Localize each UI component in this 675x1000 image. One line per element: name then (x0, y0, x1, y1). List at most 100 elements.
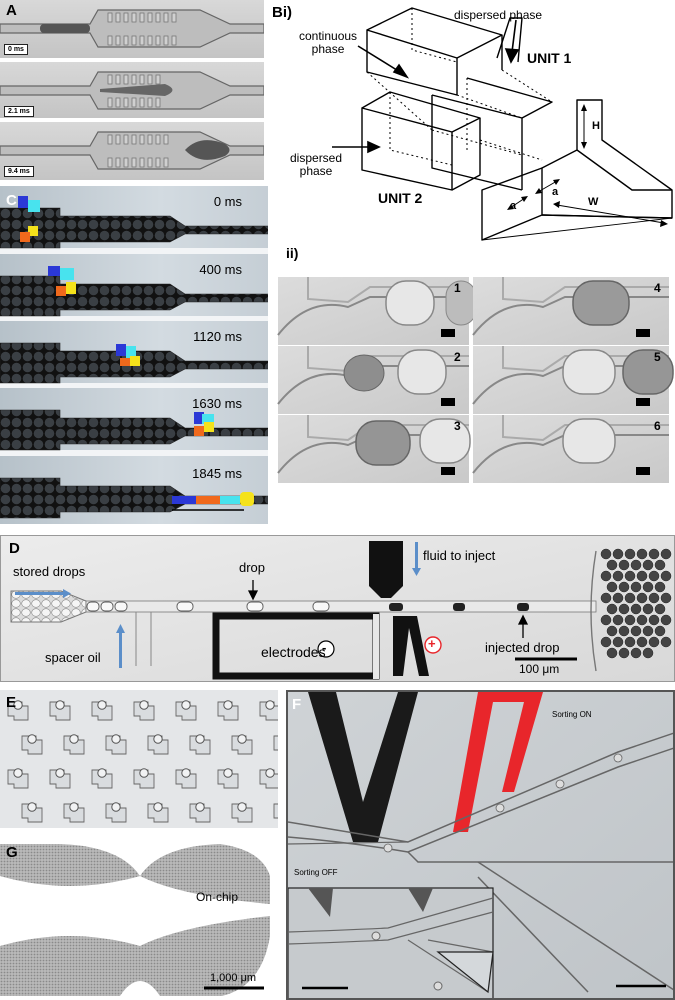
trap (133, 700, 155, 721)
dimension-a1-label: a (552, 186, 559, 198)
trapped-drop (13, 700, 23, 710)
panel-c-time-4: 1630 ms (192, 396, 242, 411)
sorting-off-label: Sorting OFF (294, 868, 338, 877)
continuous-phase-label: continuous phase (299, 29, 358, 56)
panel-a-time-3: 9.4 ms (4, 166, 34, 177)
panel-e-label: E (6, 694, 17, 711)
panel-b-label: Bi) (272, 4, 292, 21)
trapped-drop (55, 700, 65, 710)
frame-number-3: 3 (454, 419, 461, 433)
panel-a: A 0 ms 2.1 ms 9.4 ms (0, 0, 264, 182)
panel-a-micrographs (0, 0, 264, 180)
trap (231, 802, 253, 823)
panel-c-time-2: 400 ms (199, 262, 242, 277)
trap (259, 700, 278, 721)
injected-drop-label: injected drop (485, 640, 560, 655)
trapped-drop (139, 700, 149, 710)
panel-bii-frames (277, 277, 674, 483)
panel-g-chamber (0, 836, 278, 1000)
panel-d-device (1, 536, 674, 681)
trapped-drop (111, 802, 121, 812)
panel-a-time-2: 2.1 ms (4, 106, 34, 117)
panel-f: F Sorting ON Sorting OFF (286, 690, 675, 1000)
trap (259, 768, 278, 789)
dispersed-phase-top-label: dispersed phase (454, 8, 543, 22)
trapped-drop (237, 802, 247, 812)
trapped-drop (97, 700, 107, 710)
trap (273, 803, 278, 819)
panel-d-scale-label: 100 μm (519, 662, 560, 676)
panel-g: G On-chip 1,000 μm (0, 836, 278, 1000)
trap (21, 734, 43, 755)
frame-number-1: 1 (454, 281, 461, 295)
trapped-drop (237, 734, 247, 744)
trap (49, 700, 71, 721)
spacer-oil-label: spacer oil (45, 650, 101, 665)
trapped-drop (223, 768, 233, 778)
trap (21, 802, 43, 823)
panel-e: E (0, 690, 278, 828)
trapped-drop (13, 768, 23, 778)
panel-bii-label: ii) (286, 245, 299, 261)
panel-c-time-3: 1120 ms (193, 329, 242, 344)
trap (63, 734, 85, 755)
dimension-a2-label: a (510, 200, 517, 212)
dispersed-phase-left-label: dispersed phase (290, 151, 343, 178)
trapped-drop (153, 734, 163, 744)
trap (147, 734, 169, 755)
trap (189, 802, 211, 823)
trapped-drop (55, 768, 65, 778)
trap (7, 700, 29, 721)
trapped-drop (27, 802, 37, 812)
trap (49, 768, 71, 789)
trapped-drop (265, 700, 275, 710)
trap (63, 802, 85, 823)
electrodes-label: electrodes (261, 644, 326, 660)
panel-a-frame-1 (0, 0, 264, 58)
trap (105, 734, 127, 755)
trap (105, 802, 127, 823)
trapped-drop (223, 700, 233, 710)
trap (217, 700, 239, 721)
panel-a-frame-3 (0, 122, 264, 180)
dimension-h-label: H (592, 120, 600, 132)
frame-number-6: 6 (654, 419, 661, 433)
panel-f-sorter (288, 692, 673, 998)
panel-b-schematic (332, 7, 673, 241)
frame-number-5: 5 (654, 350, 661, 364)
sorting-on-label: Sorting ON (552, 710, 592, 719)
trapped-drop (181, 700, 191, 710)
dimension-w-label: W (588, 196, 599, 208)
stored-drops-label: stored drops (13, 564, 86, 579)
trap (91, 700, 113, 721)
panel-e-traps (0, 690, 278, 828)
trapped-drop (265, 768, 275, 778)
trap (7, 768, 29, 789)
trap (147, 802, 169, 823)
trapped-drop (69, 734, 79, 744)
trapped-drop (181, 768, 191, 778)
trap (133, 768, 155, 789)
trapped-drop (195, 734, 205, 744)
fluid-to-inject-label: fluid to inject (423, 548, 496, 563)
trap (231, 734, 253, 755)
trap (217, 768, 239, 789)
panel-f-label: F (292, 696, 302, 713)
panel-a-label: A (6, 2, 17, 19)
drop-label: drop (239, 560, 266, 575)
panel-b-micrographs: ii) (272, 245, 675, 530)
trapped-drop (69, 802, 79, 812)
panel-a-frame-2 (0, 62, 264, 118)
trapped-drop (139, 768, 149, 778)
unit-1-label: UNIT 1 (527, 50, 572, 66)
panel-d: D stored drops drop fluid to inject spac… (0, 535, 675, 682)
trapped-drop (111, 734, 121, 744)
trapped-drop (97, 768, 107, 778)
trap (175, 768, 197, 789)
panel-g-scale-label: 1,000 μm (210, 972, 257, 984)
trap (273, 735, 278, 751)
trap (91, 768, 113, 789)
panel-c-label: C (6, 192, 17, 209)
trap (175, 700, 197, 721)
panel-c-time-5: 1845 ms (192, 466, 242, 481)
